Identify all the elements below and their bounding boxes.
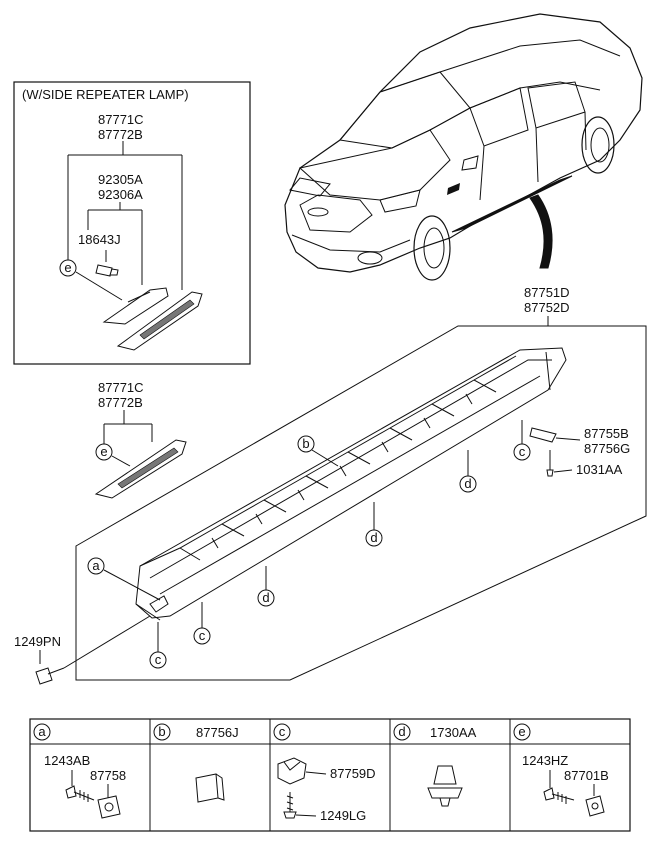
rear-bracket-icon (529, 427, 557, 443)
legend-ref-label-d: d (398, 724, 405, 739)
legend-ref-label-a: a (38, 724, 46, 739)
sill-ref-label-c-2: c (199, 628, 206, 643)
legend-part-1243ab: 1243AB (44, 753, 90, 768)
inset-garnish-icon (116, 291, 203, 351)
pointer-arrow (529, 194, 553, 269)
inset-part-87772b: 87772B (98, 127, 143, 142)
nut-87701b-icon (585, 795, 605, 817)
sill-ref-circle-a (87, 557, 105, 575)
garnish-part-87772b: 87772B (98, 395, 143, 410)
inset-title: (W/SIDE REPEATER LAMP) (22, 87, 189, 102)
garnish-part-87771c: 87771C (98, 380, 144, 395)
inset-box (13, 81, 251, 365)
legend-part-1243hz: 1243HZ (522, 753, 568, 768)
legend-part-1249lg: 1249LG (320, 808, 366, 823)
garnish-ref-label-e: e (100, 444, 107, 459)
repeater-lamp-lens-icon (102, 287, 169, 325)
bolt-1243ab-icon (65, 785, 95, 802)
legend-ref-circle-b (153, 723, 171, 741)
screw-1249lg-icon (283, 792, 297, 819)
screw-1031aa-icon (546, 469, 554, 477)
inset-part-92305a: 92305A (98, 172, 143, 187)
sill-ref-label-d-2: d (370, 530, 377, 545)
legend-part-87759d: 87759D (330, 766, 376, 781)
sill-ref-circle-b (297, 435, 315, 453)
tape-87756j-icon (195, 773, 225, 803)
legend-ref-label-c: c (279, 724, 286, 739)
legend-ref-label-b: b (158, 724, 165, 739)
sill-ref-label-c-3: c (519, 444, 526, 459)
bracket-part-87755b: 87755B (584, 426, 629, 441)
legend-ref-circle-d (393, 723, 411, 741)
ref-label-e: e (64, 260, 71, 275)
sill-part-87751d: 87751D (524, 285, 570, 300)
garnish-ref-circle-e (95, 443, 113, 461)
car-illustration (284, 13, 643, 281)
sill-ref-label-d-3: d (464, 476, 471, 491)
sill-part-87752d: 87752D (524, 300, 570, 315)
inset-part-92306a: 92306A (98, 187, 143, 202)
legend-ref-circle-e (513, 723, 531, 741)
inset-part-87771c: 87771C (98, 112, 144, 127)
sill-ref-label-a: a (92, 558, 100, 573)
screw-part-1031aa: 1031AA (576, 462, 623, 477)
inset-part-18643j: 18643J (78, 232, 121, 247)
legend-part-87758: 87758 (90, 768, 126, 783)
bolt-part-1249pn: 1249PN (14, 634, 61, 649)
bolt-1243hz-icon (543, 787, 575, 804)
bolt-1249pn-icon (35, 667, 65, 685)
sill-ref-label-b: b (302, 436, 309, 451)
legend-part-87756j: 87756J (196, 725, 239, 740)
nut-87758-icon (97, 795, 121, 819)
legend-ref-circle-a (33, 723, 51, 741)
legend-table (29, 718, 631, 832)
bulb-icon (95, 264, 119, 277)
sill-ref-label-d-1: d (262, 590, 269, 605)
legend-ref-circle-c (273, 723, 291, 741)
clip-1730aa-icon (427, 765, 463, 807)
garnish-icon (94, 439, 187, 499)
legend-part-1730aa: 1730AA (430, 725, 477, 740)
side-sill-molding-icon (135, 347, 567, 621)
legend-ref-label-e: e (518, 724, 525, 739)
legend-part-87701b: 87701B (564, 768, 609, 783)
sill-ref-label-c-1: c (155, 652, 162, 667)
sill-frame (75, 325, 647, 681)
ref-circle-e (59, 259, 77, 277)
bracket-part-87756g: 87756G (584, 441, 630, 456)
clip-87759d-icon (277, 757, 307, 785)
